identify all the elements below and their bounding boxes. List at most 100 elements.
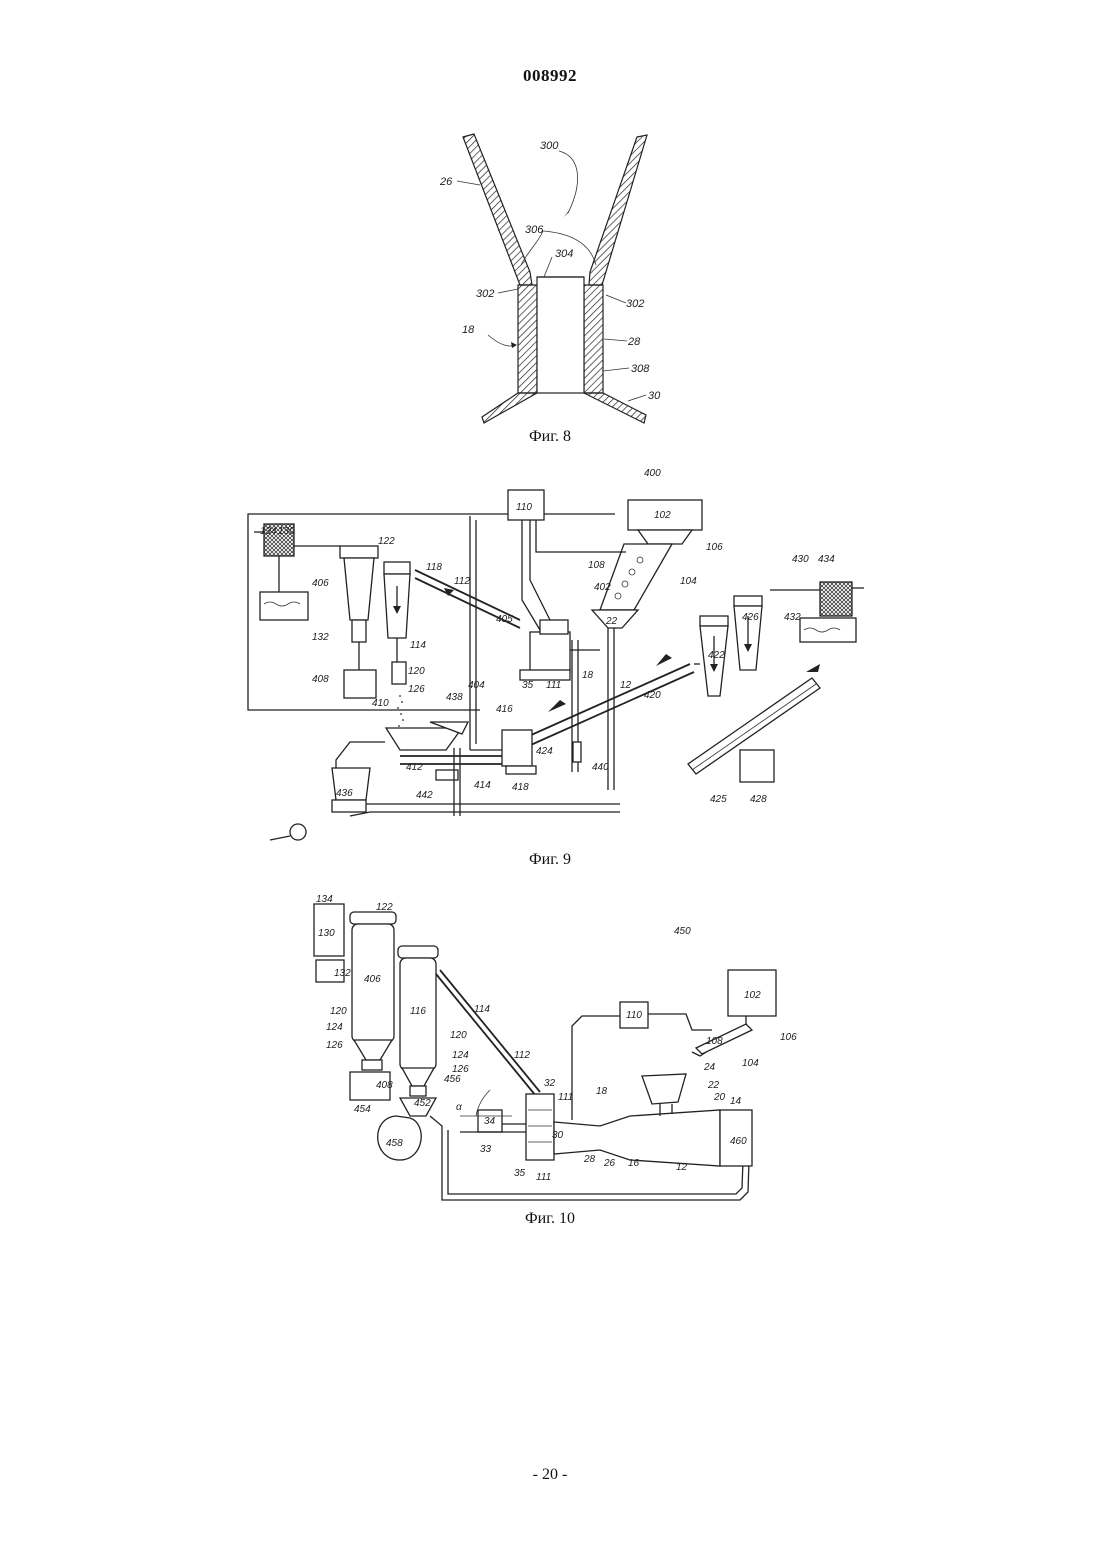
- fig9-label: 111: [546, 680, 561, 691]
- fig10-label: α: [456, 1102, 462, 1113]
- fig10-label: 26: [603, 1158, 616, 1169]
- fig10-label: 454: [354, 1104, 371, 1115]
- fig10-label: 14: [730, 1096, 742, 1107]
- fig8-label: 30: [648, 390, 661, 402]
- fig9-label: 132: [312, 632, 329, 643]
- fig10-label: 120: [330, 1006, 347, 1017]
- fig9-label: 114: [410, 640, 426, 651]
- fig9-label: 120: [408, 666, 425, 677]
- fig10-label: 102: [744, 990, 761, 1001]
- fig9-label: 436: [336, 788, 353, 799]
- fig9-label: 106: [706, 542, 723, 553]
- cyclone-406: [344, 558, 374, 620]
- fig9-label: 400: [644, 468, 661, 479]
- figure-9-drawing: 400 110 102 106 104 108 134 130 122 118 …: [240, 460, 880, 852]
- fig10-label: 111: [536, 1172, 551, 1183]
- left-flange: [482, 393, 537, 423]
- fig9-label: 22: [605, 616, 618, 627]
- fig10-label: 134: [316, 894, 333, 905]
- fig10-label: 122: [376, 902, 393, 913]
- fig10-label: 456: [444, 1074, 461, 1085]
- fig8-label: 28: [627, 336, 641, 348]
- right-flange: [584, 393, 646, 423]
- figure-8-caption: Фиг. 8: [0, 428, 1100, 446]
- figure-10-caption: Фиг. 10: [0, 1210, 1100, 1228]
- figure-9-caption: Фиг. 9: [0, 851, 1100, 869]
- fig10-label: 32: [544, 1078, 556, 1089]
- fig8-label: 18: [462, 324, 475, 336]
- fig10-label: 104: [742, 1058, 759, 1069]
- fig9-label: 405: [496, 614, 513, 625]
- fig10-label: 112: [514, 1050, 530, 1061]
- filter-430: [820, 582, 852, 616]
- fig10-label: 130: [318, 928, 335, 939]
- fig9-label: 104: [680, 576, 697, 587]
- inner-liner: [537, 277, 584, 393]
- fig10-label: 120: [450, 1030, 467, 1041]
- fig9-label: 110: [516, 502, 532, 513]
- fig9-label: 404: [468, 680, 485, 691]
- fig10-label: 22: [707, 1080, 720, 1091]
- fig10-label: 450: [674, 926, 691, 937]
- right-tube-wall: [584, 285, 603, 393]
- fig10-label: 408: [376, 1080, 393, 1091]
- page-number: - 20 -: [0, 1466, 1100, 1484]
- fig9-label: 440: [592, 762, 609, 773]
- fig9-label: 134: [260, 526, 277, 537]
- fig9-label: 122: [378, 536, 395, 547]
- fig10-label: 126: [326, 1040, 343, 1051]
- fig10-label: 110: [626, 1010, 642, 1021]
- fig10-label: 132: [334, 968, 351, 979]
- fig10-label: 16: [628, 1158, 640, 1169]
- fig10-label: 124: [452, 1050, 469, 1061]
- fig8-label: 300: [540, 140, 559, 152]
- fig9-label: 412: [406, 762, 423, 773]
- left-cone-wall: [463, 134, 532, 285]
- fig9-label: 438: [446, 692, 463, 703]
- fig9-label: 416: [496, 704, 513, 715]
- right-cone-wall: [589, 135, 647, 285]
- fig10-label: 34: [484, 1116, 496, 1127]
- fig9-label: 422: [708, 650, 725, 661]
- fig9-label: 18: [582, 670, 594, 681]
- fig8-label: 306: [525, 224, 544, 236]
- fig9-label: 418: [512, 782, 529, 793]
- fig9-label: 414: [474, 780, 491, 791]
- fig9-label: 428: [750, 794, 767, 805]
- fig8-label: 308: [631, 363, 650, 375]
- fig10-label: 33: [480, 1144, 492, 1155]
- fig10-label: 20: [713, 1092, 726, 1103]
- fig9-label: 408: [312, 674, 329, 685]
- fig9-label: 402: [594, 582, 611, 593]
- fig10-label: 35: [514, 1168, 526, 1179]
- fig9-label: 12: [620, 680, 632, 691]
- fig9-label: 442: [416, 790, 433, 801]
- left-tube-wall: [518, 285, 537, 393]
- fig10-label: 106: [780, 1032, 797, 1043]
- fig10-label: 452: [414, 1098, 431, 1109]
- fig10-label: 116: [410, 1006, 426, 1017]
- fig10-label: 406: [364, 974, 381, 985]
- document-number: 008992: [0, 66, 1100, 86]
- fig10-label: 108: [706, 1036, 723, 1047]
- feeder-104: [600, 544, 672, 610]
- fig10-label: 458: [386, 1138, 403, 1149]
- fig9-label: 420: [644, 690, 661, 701]
- fig10-label: 12: [676, 1162, 688, 1173]
- fig9-label: 432: [784, 612, 801, 623]
- fig8-label: 304: [555, 248, 573, 260]
- fig9-label: 424: [536, 746, 553, 757]
- fig8-label: 302: [626, 298, 644, 310]
- fig9-label: 410: [372, 698, 389, 709]
- fig9-label: 102: [654, 510, 671, 521]
- fig10-label: 28: [583, 1154, 596, 1165]
- fig9-label: 35: [522, 680, 534, 691]
- fig9-label: 434: [818, 554, 835, 565]
- fig9-label: 425: [710, 794, 727, 805]
- fig8-label: 26: [439, 176, 453, 188]
- fig10-label: 30: [552, 1130, 564, 1141]
- fig9-label: 406: [312, 578, 329, 589]
- fig9-label: 112: [454, 576, 470, 587]
- fig10-label: 111: [558, 1092, 573, 1103]
- figure-10-drawing: 134 122 130 132 406 116 450 114 112 110 …: [300, 890, 820, 1210]
